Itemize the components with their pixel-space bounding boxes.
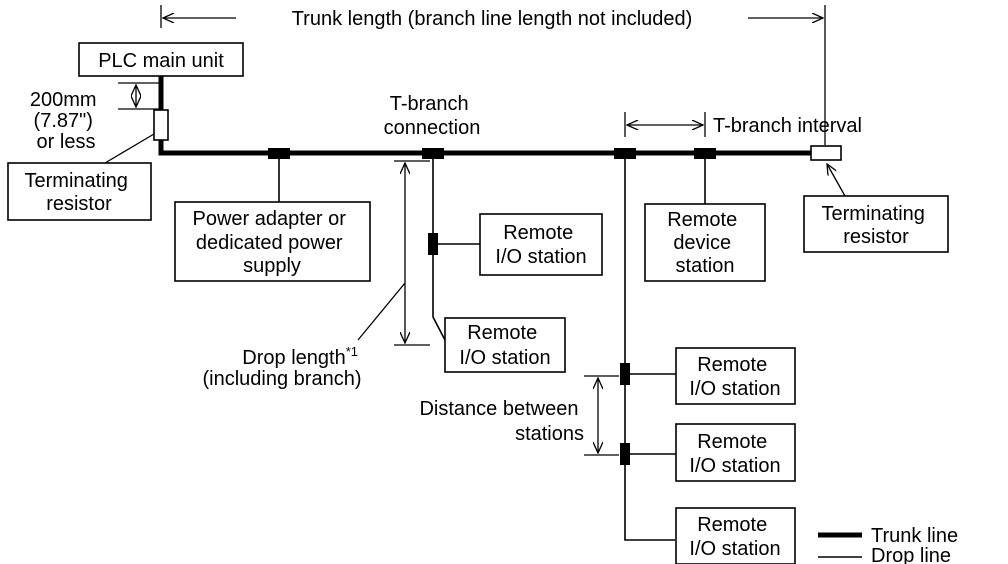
remote-device-station-label: Remote device station: [667, 209, 743, 277]
drop-lines: [278, 153, 706, 541]
terminating-resistor-right-label: Terminating resistor: [822, 203, 931, 248]
connector-remote-io-right-2: [620, 443, 630, 465]
remote-io-station-right-3-label: Remote I/O station: [689, 514, 780, 560]
drop-length-dimension: Drop length*1 (including branch): [203, 160, 430, 390]
t-branch-connection-label: T-branch connection: [384, 93, 481, 139]
including-branch-label: (including branch): [203, 368, 362, 390]
remote-io-station-right-2: Remote I/O station: [675, 423, 796, 482]
remote-io-station-upper-label: Remote I/O station: [495, 222, 586, 268]
remote-io-station-drop-end: Remote I/O station: [444, 317, 566, 373]
terminating-resistor-right-callout: Terminating resistor: [803, 164, 949, 253]
remote-io-station-drop-end-label: Remote I/O station: [459, 322, 550, 369]
legend: Trunk line Drop line: [818, 525, 958, 564]
legend-drop-line-label: Drop line: [871, 545, 951, 564]
terminating-resistor-right-symbol: [810, 145, 842, 161]
plc-main-unit-box: PLC main unit: [78, 42, 244, 77]
remote-io-station-right-1-label: Remote I/O station: [689, 354, 780, 400]
remote-device-station: Remote device station: [644, 203, 766, 282]
distance-200mm-label: 200mm (7.87") or less: [30, 89, 102, 153]
connector-remote-io-right-1: [620, 363, 630, 385]
remote-io-station-right-1: Remote I/O station: [675, 347, 796, 405]
plc-main-unit-label: PLC main unit: [98, 50, 224, 72]
remote-io-station-right-3: Remote I/O station: [675, 507, 796, 564]
t-branch-interval-label: T-branch interval: [713, 115, 862, 137]
connector-t-branch: [422, 148, 444, 159]
terminating-resistor-left-symbol: [153, 109, 169, 141]
plc-distance-dimension: 200mm (7.87") or less: [30, 82, 160, 153]
t-branch-connectors: [268, 148, 716, 465]
trunk-length-dimension: Trunk length (branch line length not inc…: [160, 5, 826, 145]
distance-between-stations-label: Distance between stations: [419, 398, 584, 445]
trunk-length-label: Trunk length (branch line length not inc…: [292, 8, 693, 30]
connector-remote-io-upper: [428, 233, 438, 255]
terminating-resistor-left-callout: Terminating resistor: [7, 133, 155, 221]
power-adapter-label: Power adapter or dedicated power supply: [193, 208, 352, 277]
distance-between-stations-dimension: Distance between stations: [419, 375, 619, 456]
power-adapter-box: Power adapter or dedicated power supply: [174, 201, 371, 282]
trunk-line: [158, 76, 815, 156]
t-branch-interval-dimension: T-branch interval: [624, 112, 862, 137]
legend-trunk-line-label: Trunk line: [871, 525, 958, 547]
remote-io-station-upper: Remote I/O station: [479, 213, 603, 276]
remote-io-station-right-2-label: Remote I/O station: [689, 431, 780, 477]
drop-length-label: Drop length*1: [242, 344, 358, 369]
connector-right-drop: [614, 148, 636, 159]
connector-remote-device: [694, 148, 716, 159]
terminating-resistor-left-label: Terminating resistor: [25, 170, 134, 215]
connector-power: [268, 148, 290, 159]
